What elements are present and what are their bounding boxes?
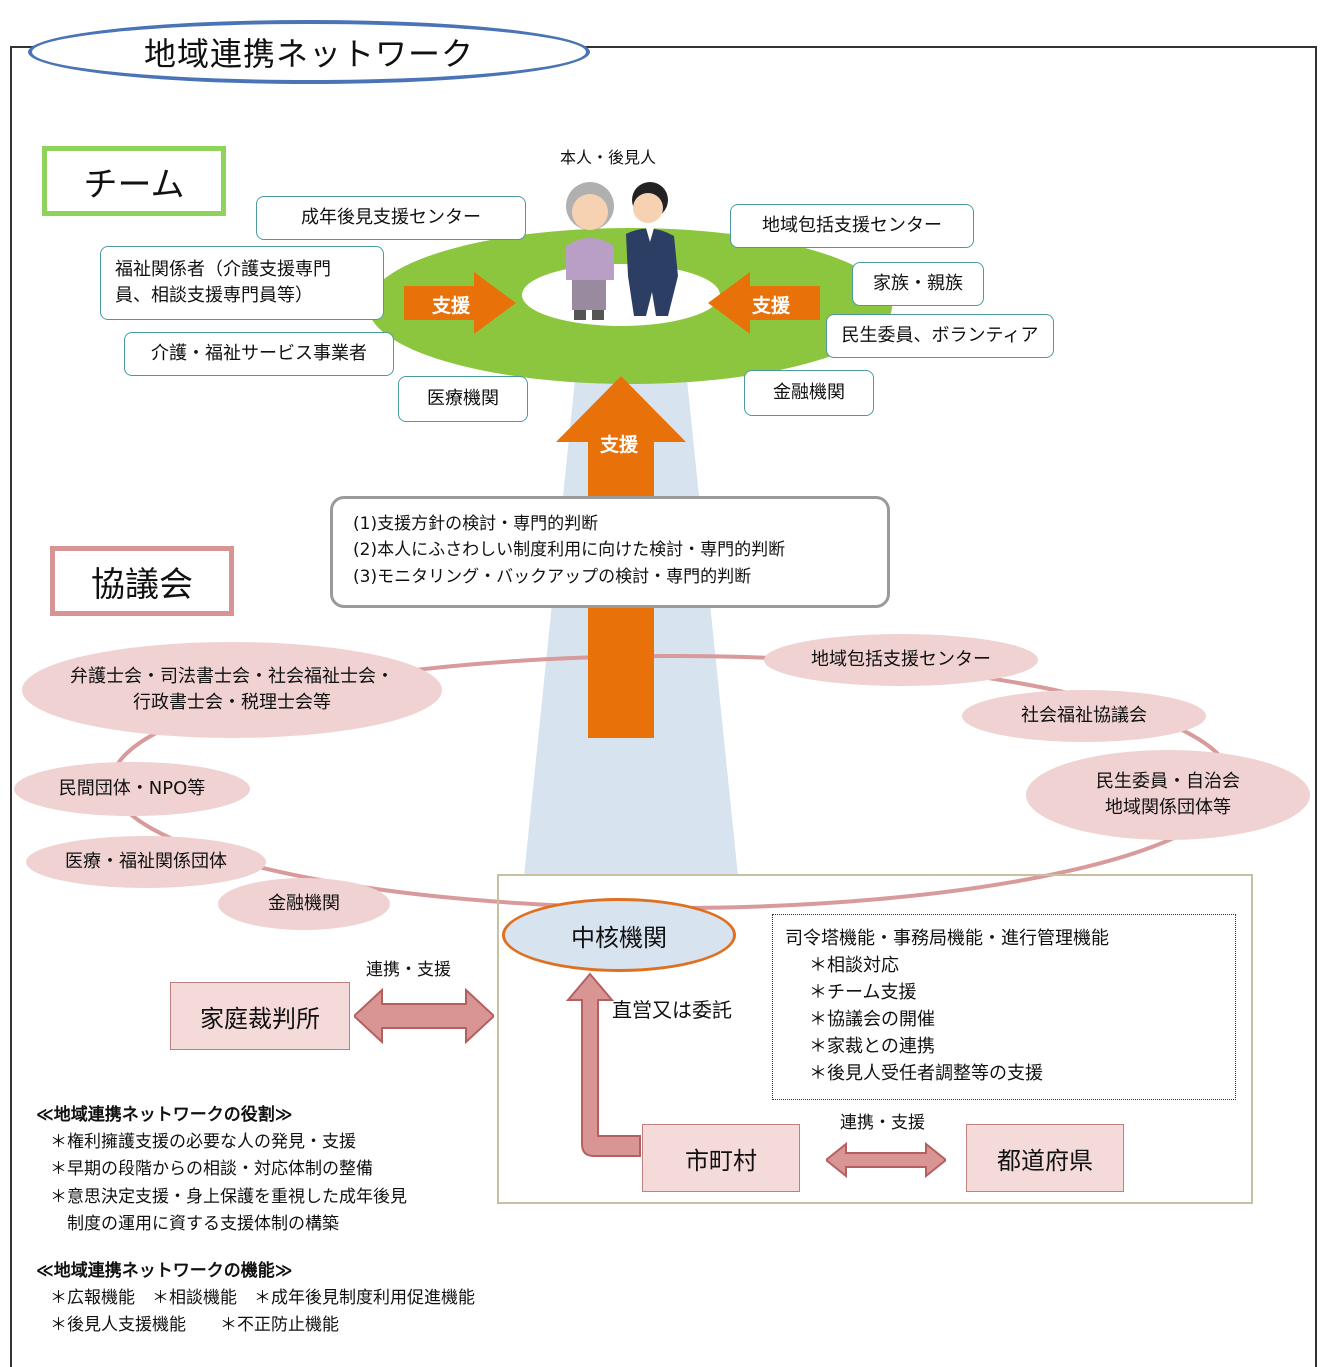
core-organization: 中核機関 bbox=[502, 898, 736, 972]
court-core-double-arrow bbox=[354, 988, 494, 1044]
judgment-box: (1)支援方針の検討・専門的判断 (2)本人にふさわしい制度利用に向けた検討・専… bbox=[330, 496, 890, 608]
team-label: チーム bbox=[42, 146, 226, 216]
core-function-item: ＊後見人受任者調整等の支援 bbox=[809, 1063, 1043, 1084]
municipality: 市町村 bbox=[642, 1124, 800, 1192]
diagram-title: 地域連携ネットワーク bbox=[28, 20, 590, 84]
role-item: ＊権利擁護支援の必要な人の発見・支援 bbox=[50, 1132, 356, 1153]
role-item: ＊早期の段階からの相談・対応体制の整備 bbox=[50, 1159, 373, 1180]
left-support-label: 支援 bbox=[432, 295, 471, 317]
team-ring-center bbox=[522, 264, 720, 326]
prefecture: 都道府県 bbox=[966, 1124, 1124, 1192]
council-member-npo: 民間団体・NPO等 bbox=[14, 762, 250, 816]
council-member-finance: 金融機関 bbox=[218, 878, 390, 930]
team-member-center: 成年後見支援センター bbox=[256, 196, 526, 240]
core-function-item: ＊家裁との連携 bbox=[809, 1036, 935, 1057]
functions-line: ＊後見人支援機能 ＊不正防止機能 bbox=[50, 1315, 339, 1336]
pref-link-label: 連携・支援 bbox=[840, 1113, 925, 1133]
up-support-label: 支援 bbox=[600, 434, 639, 456]
team-member-medical: 医療機関 bbox=[398, 376, 528, 422]
role-item: ＊意思決定支援・身上保護を重視した成年後見 bbox=[50, 1186, 407, 1207]
left-support-arrow bbox=[404, 272, 516, 334]
right-support-arrow bbox=[708, 272, 820, 334]
functions-section: ≪地域連携ネットワークの機能≫ ＊広報機能 ＊相談機能 ＊成年後見制度利用促進機… bbox=[36, 1258, 475, 1340]
council-member-social-welfare: 社会福祉協議会 bbox=[962, 690, 1206, 742]
team-member-care: 介護・福祉サービス事業者 bbox=[124, 332, 394, 376]
core-functions-title: 司令塔機能・事務局機能・進行管理機能 bbox=[785, 928, 1109, 949]
outer-frame bbox=[10, 46, 1317, 1367]
council-label: 協議会 bbox=[50, 546, 234, 616]
core-area bbox=[497, 874, 1253, 1204]
team-member-community-center: 地域包括支援センター bbox=[730, 204, 974, 248]
city-core-arrow bbox=[565, 972, 641, 1157]
guardian-person-icon bbox=[626, 182, 678, 316]
council-member-lawyers: 弁護士会・司法書士会・社会福祉士会・行政書士会・税理士会等 bbox=[22, 642, 442, 738]
core-operation: 直営又は委託 bbox=[612, 998, 732, 1022]
core-function-item: ＊協議会の開催 bbox=[809, 1009, 935, 1030]
council-member-community-center: 地域包括支援センター bbox=[764, 634, 1038, 686]
city-pref-double-arrow bbox=[826, 1142, 946, 1178]
core-functions-box: 司令塔機能・事務局機能・進行管理機能 ＊相談対応 ＊チーム支援 ＊協議会の開催 … bbox=[772, 914, 1236, 1100]
role-item: 制度の運用に資する支援体制の構築 bbox=[50, 1213, 339, 1234]
council-member-local: 民生委員・自治会地域関係団体等 bbox=[1026, 750, 1310, 840]
core-function-item: ＊チーム支援 bbox=[809, 982, 917, 1003]
persons-illustration bbox=[566, 182, 678, 320]
core-function-item: ＊相談対応 bbox=[809, 955, 899, 976]
functions-line: ＊広報機能 ＊相談機能 ＊成年後見制度利用促進機能 bbox=[50, 1288, 475, 1309]
team-member-finance: 金融機関 bbox=[744, 370, 874, 416]
judgment-3: (3)モニタリング・バックアップの検討・専門的判断 bbox=[353, 566, 752, 587]
family-court: 家庭裁判所 bbox=[170, 982, 350, 1050]
elderly-person-icon bbox=[566, 182, 614, 320]
functions-heading: ≪地域連携ネットワークの機能≫ bbox=[36, 1261, 293, 1281]
team-member-family: 家族・親族 bbox=[852, 262, 984, 306]
person-label: 本人・後見人 bbox=[560, 148, 657, 167]
council-member-medical-welfare: 医療・福祉関係団体 bbox=[26, 836, 266, 888]
team-member-welfare: 福祉関係者（介護支援専門員、相談支援専門員等） bbox=[100, 246, 384, 320]
roles-heading: ≪地域連携ネットワークの役割≫ bbox=[36, 1105, 293, 1125]
right-support-label: 支援 bbox=[752, 295, 791, 317]
team-member-volunteer: 民生委員、ボランティア bbox=[826, 314, 1054, 358]
judgment-2: (2)本人にふさわしい制度利用に向けた検討・専門的判断 bbox=[353, 540, 786, 561]
court-link-label: 連携・支援 bbox=[366, 960, 451, 980]
judgment-1: (1)支援方針の検討・専門的判断 bbox=[353, 514, 599, 534]
roles-section: ≪地域連携ネットワークの役割≫ ＊権利擁護支援の必要な人の発見・支援 ＊早期の段… bbox=[36, 1102, 407, 1238]
